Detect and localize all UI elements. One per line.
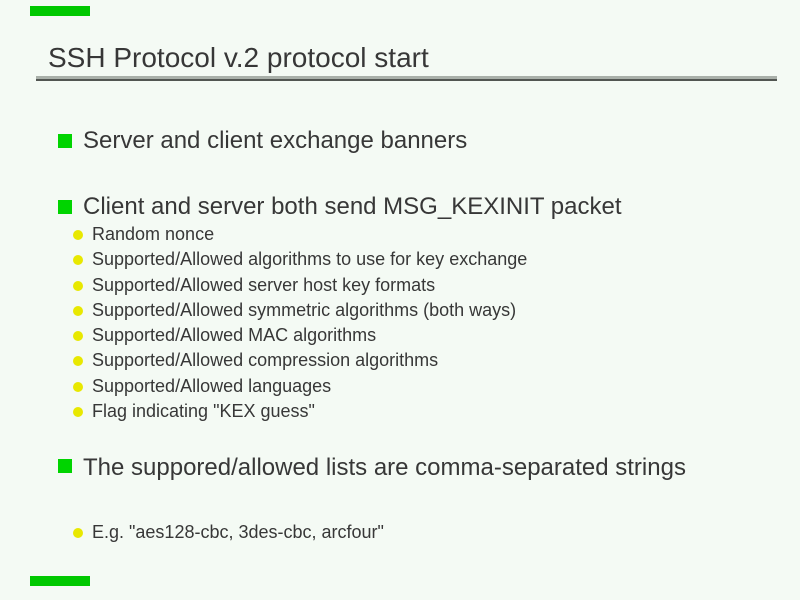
sub-bullet-item: Flag indicating "KEX guess" — [0, 399, 800, 424]
yellow-dot-bullet-icon — [73, 305, 83, 316]
sub-bullet-text: Supported/Allowed symmetric algorithms (… — [92, 299, 517, 320]
title-underline-dark-line — [36, 79, 777, 81]
slide-title: SSH Protocol v.2 protocol start — [48, 42, 429, 73]
yellow-dot-bullet-icon — [73, 255, 83, 266]
sub-bullet-item: E.g. "aes128-cbc, 3des-cbc, arcfour" — [0, 520, 800, 545]
decor-bar-bottom — [30, 576, 90, 586]
sub-bullet-item: Supported/Allowed server host key format… — [0, 273, 800, 298]
sub-bullet-text: Random nonce — [92, 224, 215, 244]
sub-bullet-text: Supported/Allowed compression algorithms — [92, 350, 439, 371]
sub-bullet-text: Supported/Allowed languages — [92, 375, 332, 396]
sub-bullet-text: Supported/Allowed MAC algorithms — [92, 325, 377, 346]
sub-bullet-item: Supported/Allowed compression algorithms — [0, 348, 800, 373]
green-square-bullet-icon — [58, 459, 72, 473]
yellow-dot-bullet-icon — [73, 280, 83, 291]
sub-bullet-text: Supported/Allowed server host key format… — [92, 274, 436, 295]
yellow-dot-bullet-icon — [73, 407, 83, 418]
bullet-text: Client and server both send MSG_KEXINIT … — [83, 193, 622, 220]
bullet-item: Client and server both send MSG_KEXINIT … — [0, 192, 800, 222]
yellow-dot-bullet-icon — [73, 528, 83, 538]
decor-bar-top — [30, 6, 90, 16]
bullet-item: Server and client exchange banners — [0, 126, 800, 156]
title-underline-light-line — [36, 76, 777, 79]
sub-bullet-text: Flag indicating "KEX guess" — [92, 401, 315, 422]
bullet-text: Server and client exchange banners — [83, 127, 468, 154]
title-underline — [36, 76, 777, 81]
green-square-bullet-icon — [58, 134, 72, 148]
green-square-bullet-icon — [58, 200, 72, 214]
sub-bullet-item: Supported/Allowed symmetric algorithms (… — [0, 298, 800, 323]
sub-bullet-text: Supported/Allowed algorithms to use for … — [92, 249, 528, 270]
sub-bullet-text: E.g. "aes128-cbc, 3des-cbc, arcfour" — [92, 522, 384, 542]
sub-bullet-list: Random nonce Supported/Allowed algorithm… — [0, 222, 800, 424]
sub-bullet-item: Random nonce — [0, 222, 800, 247]
bullet-item: The suppored/allowed lists are comma-sep… — [0, 451, 800, 484]
sub-bullet-item: Supported/Allowed MAC algorithms — [0, 323, 800, 348]
sub-bullet-item: Supported/Allowed languages — [0, 374, 800, 399]
yellow-dot-bullet-icon — [73, 356, 83, 367]
yellow-dot-bullet-icon — [73, 230, 83, 240]
sub-bullet-item: Supported/Allowed algorithms to use for … — [0, 247, 800, 272]
yellow-dot-bullet-icon — [73, 381, 83, 392]
sub-bullet-list: E.g. "aes128-cbc, 3des-cbc, arcfour" — [0, 520, 800, 545]
bullet-text: The suppored/allowed lists are comma-sep… — [83, 454, 686, 481]
yellow-dot-bullet-icon — [73, 331, 83, 342]
